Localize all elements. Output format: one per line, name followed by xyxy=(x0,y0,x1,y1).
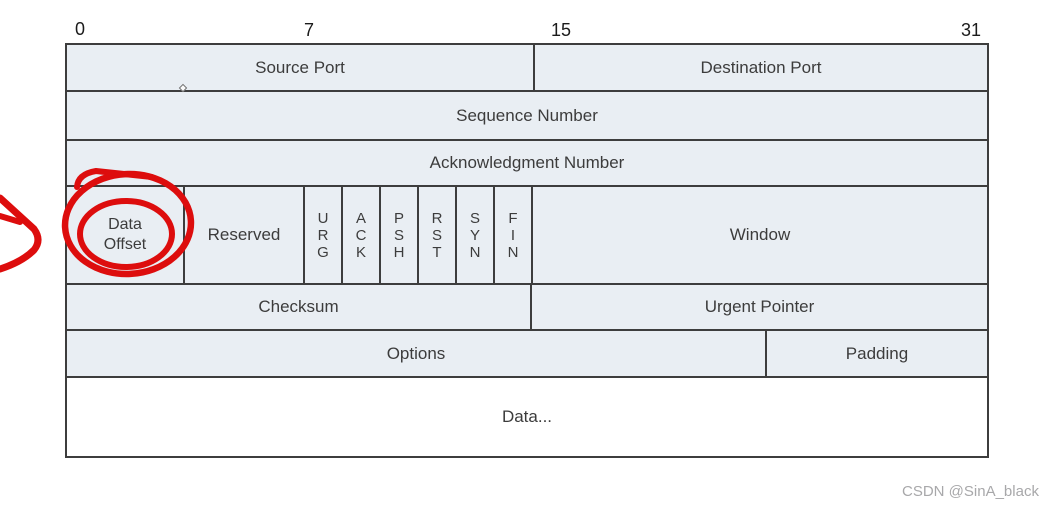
field-checksum: Checksum xyxy=(67,285,530,329)
flag-fin-label: FIN xyxy=(507,209,519,261)
field-reserved: Reserved xyxy=(183,187,303,283)
field-urgent-pointer: Urgent Pointer xyxy=(530,285,987,329)
flag-rst: RST xyxy=(417,187,455,283)
flag-syn-label: SYN xyxy=(469,209,481,261)
field-data: Data... xyxy=(67,378,987,456)
flag-ack: ACK xyxy=(341,187,379,283)
flag-ack-label: ACK xyxy=(355,209,367,261)
bit-scale-label-0: 0 xyxy=(75,19,86,39)
red-arrow-outline xyxy=(0,194,42,273)
field-data-offset: Data Offset xyxy=(67,187,183,283)
field-options-label: Options xyxy=(386,343,446,363)
flag-syn: SYN xyxy=(455,187,493,283)
row-options-padding: Options Padding xyxy=(67,331,987,378)
field-padding: Padding xyxy=(765,331,987,376)
watermark: CSDN @SinA_black xyxy=(902,483,1039,500)
field-data-label: Data... xyxy=(501,407,553,426)
bit-scale-label-7: 7 xyxy=(304,20,315,40)
field-acknowledgment-number-label: Acknowledgment Number xyxy=(429,153,625,172)
field-urgent-pointer-label: Urgent Pointer xyxy=(704,297,815,316)
flag-urg-label: URG xyxy=(317,209,329,261)
field-data-offset-label: Data Offset xyxy=(103,216,147,253)
field-window-label: Window xyxy=(729,225,791,244)
flag-rst-label: RST xyxy=(431,209,443,261)
field-source-port: Source Port xyxy=(67,45,533,90)
field-acknowledgment-number: Acknowledgment Number xyxy=(67,141,987,185)
field-destination-port-label: Destination Port xyxy=(700,57,822,77)
field-reserved-label: Reserved xyxy=(207,225,281,244)
bit-scale-label-31: 31 xyxy=(961,20,982,40)
field-sequence-number-label: Sequence Number xyxy=(456,105,598,125)
field-padding-label: Padding xyxy=(845,343,909,363)
red-arrow-inner-stroke xyxy=(0,213,23,225)
field-sequence-number: Sequence Number xyxy=(67,92,987,139)
flag-urg: URG xyxy=(303,187,341,283)
field-options: Options xyxy=(67,331,765,376)
flag-psh: PSH xyxy=(379,187,417,283)
row-ports: Source Port Destination Port xyxy=(67,45,987,92)
flag-psh-label: PSH xyxy=(393,209,405,261)
row-offset-flags-window: Data Offset Reserved URG ACK PSH RST SYN… xyxy=(67,187,987,285)
flag-fin: FIN xyxy=(493,187,531,283)
row-acknowledgment-number: Acknowledgment Number xyxy=(67,141,987,187)
field-destination-port: Destination Port xyxy=(533,45,987,90)
row-sequence-number: Sequence Number xyxy=(67,92,987,141)
tcp-header-table: Source Port Destination Port Sequence Nu… xyxy=(65,43,989,458)
field-window: Window xyxy=(531,187,987,283)
field-source-port-label: Source Port xyxy=(255,57,345,77)
row-checksum-urgent: Checksum Urgent Pointer xyxy=(67,285,987,331)
row-data: Data... xyxy=(67,378,987,456)
bit-scale-label-15: 15 xyxy=(551,20,572,40)
field-checksum-label: Checksum xyxy=(258,297,339,316)
